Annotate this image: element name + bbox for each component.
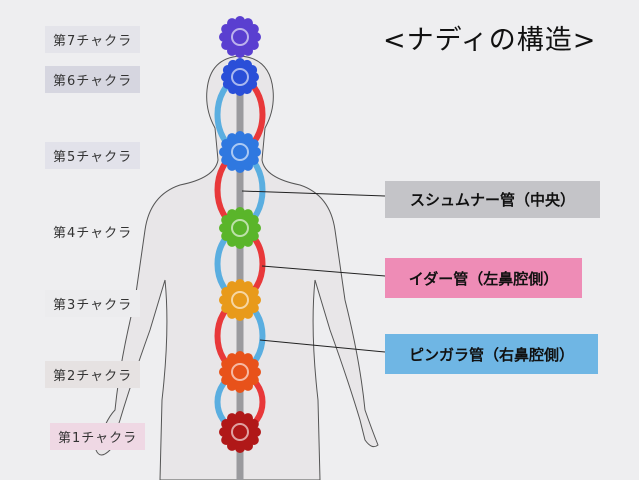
pointer-ida xyxy=(261,265,386,277)
ida-label: イダー管（左鼻腔側） xyxy=(385,258,582,298)
chakra-6-icon xyxy=(221,58,259,96)
pointer-sushumna xyxy=(241,190,386,197)
chakra-1-icon xyxy=(219,411,261,453)
chakra-label-3: 第3チャクラ xyxy=(45,290,141,317)
chakra-4-icon xyxy=(219,207,261,249)
chakra-label-4: 第4チャクラ xyxy=(53,226,133,241)
pointer-pingala xyxy=(259,339,386,353)
chakra-label-7: 第7チャクラ xyxy=(45,26,141,53)
chakra-5-icon xyxy=(219,131,261,173)
chakra-3-icon xyxy=(219,279,261,321)
pingala-label: ピンガラ管（右鼻腔側） xyxy=(385,334,598,374)
chakra-2-icon xyxy=(219,351,261,393)
chakra-label-5: 第5チャクラ xyxy=(45,142,141,169)
chakra-label-2: 第2チャクラ xyxy=(45,361,141,388)
chakra-label-6: 第6チャクラ xyxy=(45,66,141,93)
page-title: <ナディの構造> xyxy=(383,25,597,56)
chakra-label-1: 第1チャクラ xyxy=(50,423,146,450)
chakra-7-icon xyxy=(219,16,261,58)
sushumna-label: スシュムナー管（中央） xyxy=(385,181,600,218)
